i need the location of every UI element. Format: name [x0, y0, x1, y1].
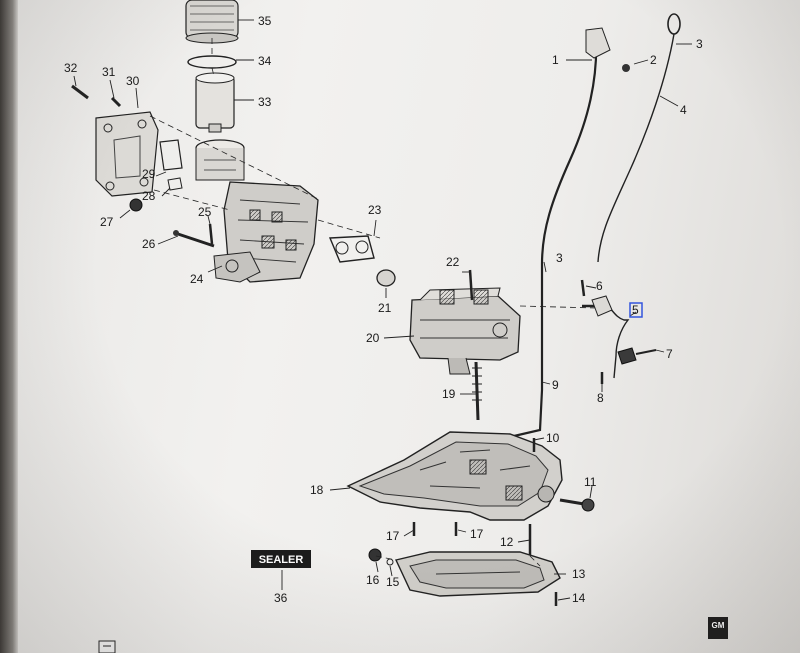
callout-5: 5: [632, 303, 639, 317]
seal-28: [167, 177, 183, 191]
gasket-23: [328, 235, 375, 263]
callout-3-tube: 3: [556, 251, 563, 265]
callout-14: 14: [572, 591, 586, 605]
seal-21: [376, 269, 396, 287]
callout-16: 16: [366, 573, 380, 587]
callout-27: 27: [100, 215, 114, 229]
bolts-17: [412, 522, 458, 536]
plug-27: [129, 198, 143, 212]
bolt-6: [580, 279, 586, 297]
oil-filter-seal: [187, 55, 237, 69]
callout-8: 8: [597, 391, 604, 405]
callout-10: 10: [546, 431, 560, 445]
callout-36: 36: [274, 591, 288, 605]
callout-4: 4: [680, 103, 687, 117]
leader-lines: [73, 19, 692, 601]
callout-7: 7: [666, 347, 673, 361]
bolt-22: [468, 269, 474, 301]
gm-badge-label: GM: [712, 621, 725, 630]
callout-12: 12: [500, 535, 514, 549]
bolt-2: [622, 64, 630, 72]
bolt-25: [208, 223, 214, 245]
dipstick-tube: [513, 27, 611, 438]
gasket-29: [159, 139, 183, 171]
callout-17-right: 17: [470, 527, 484, 541]
sealer-box: SEALER: [251, 550, 311, 568]
oil-pump: [409, 287, 521, 375]
callout-22: 22: [446, 255, 460, 269]
callout-6: 6: [596, 279, 603, 293]
bolt-32: [71, 84, 89, 100]
callout-23: 23: [368, 203, 382, 217]
assembly-lines-lower: [375, 555, 541, 567]
callout-18: 18: [310, 483, 324, 497]
upper-oil-pan: [346, 431, 563, 521]
callout-33: 33: [258, 95, 272, 109]
assembly-lines-upper: [149, 38, 381, 239]
callout-25: 25: [198, 205, 212, 219]
sensor-harness: [519, 295, 657, 379]
callout-1: 1: [552, 53, 559, 67]
drain-plug-16: [368, 548, 382, 562]
callout-28: 28: [142, 189, 156, 203]
screen-bezel: [0, 0, 18, 653]
oil-cooler-plate: [95, 111, 159, 197]
seal-15: [386, 558, 394, 566]
page-icon: [98, 640, 116, 653]
bolt-26: [173, 230, 215, 248]
gm-badge: GM: [708, 617, 728, 639]
bolt-19: [472, 361, 482, 421]
callout-19: 19: [442, 387, 456, 401]
bolt-31: [110, 96, 122, 108]
callout-15: 15: [386, 575, 400, 589]
callout-13: 13: [572, 567, 586, 581]
bolt-11: [559, 498, 595, 512]
sealer-label: SEALER: [259, 554, 304, 566]
callout-35: 35: [258, 14, 272, 28]
callout-labels: 1 2 3 4 3 5 6 7 8 9 10 11 12 13 14 15 16…: [64, 14, 703, 605]
callout-26: 26: [142, 237, 156, 251]
oil-filter-cap: [185, 0, 239, 44]
oil-filter-housing: [195, 139, 319, 283]
callout-34: 34: [258, 54, 272, 68]
callout-29: 29: [142, 167, 156, 181]
callout-32: 32: [64, 61, 78, 75]
callout-2: 2: [650, 53, 657, 67]
callout-21: 21: [378, 301, 392, 315]
dipstick: [597, 13, 681, 263]
callout-9: 9: [552, 378, 559, 392]
callout-11: 11: [584, 475, 597, 489]
lower-oil-pan: [395, 551, 561, 597]
callout-5-highlight: [629, 302, 643, 318]
callout-17-left: 17: [386, 529, 400, 543]
oil-filter-element: [195, 72, 235, 133]
callout-24: 24: [190, 272, 204, 286]
callout-3: 3: [696, 37, 703, 51]
callout-31: 31: [102, 65, 116, 79]
callout-30: 30: [126, 74, 140, 88]
callout-20: 20: [366, 331, 380, 345]
